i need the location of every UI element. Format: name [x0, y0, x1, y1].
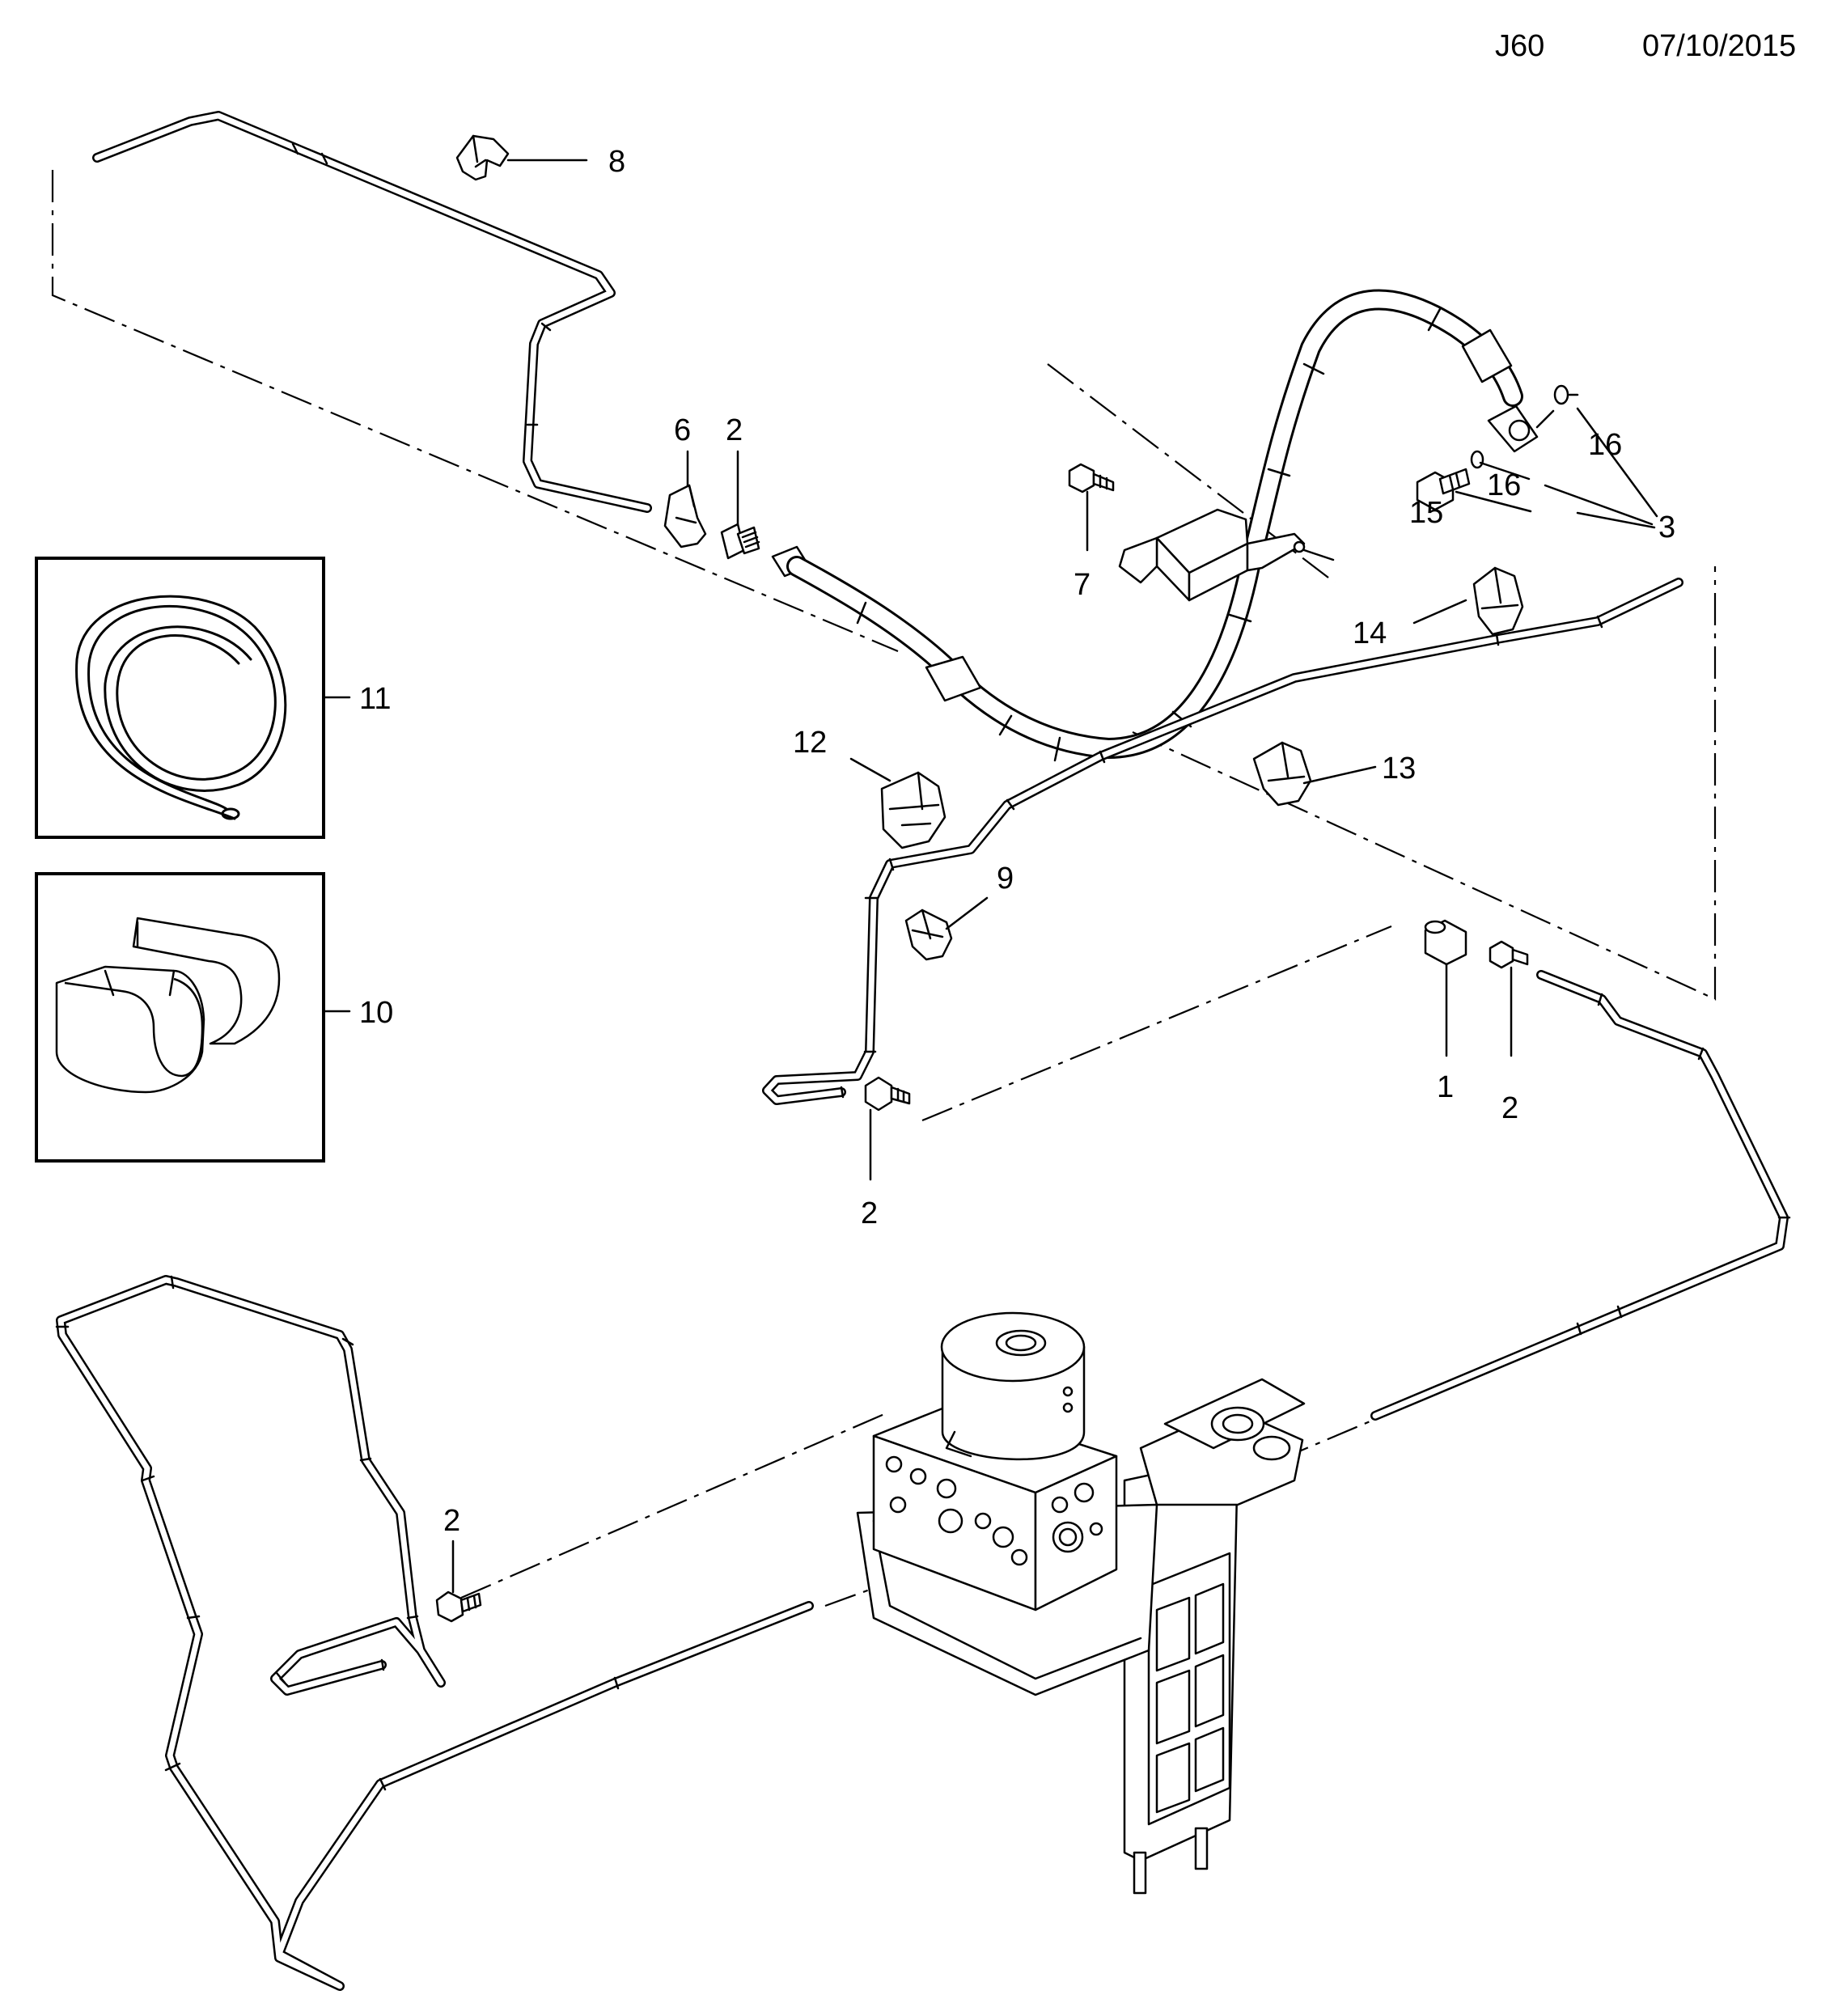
- part-2-fitting-upper: [720, 523, 760, 560]
- callout-2-upper: 2: [726, 413, 743, 447]
- diagram-date: 07/10/2015: [1642, 29, 1797, 63]
- connection-lines: [51, 170, 1717, 1607]
- flexible-brake-hose: [771, 289, 1523, 762]
- part-9-clip: [904, 908, 953, 961]
- abs-modulator-unit: [856, 1311, 1306, 1895]
- callout-11: 11: [359, 682, 391, 716]
- leader-lines: [322, 159, 1658, 1594]
- part-12-clip: [880, 771, 947, 849]
- callout-14: 14: [1353, 616, 1387, 650]
- lower-left-brake-pipe: [55, 1275, 814, 1991]
- callout-labels: 8 6 2 7 16 16 15 3 14 13 12 9 11 10 1 2 …: [359, 145, 1675, 1538]
- right-brake-pipe: [762, 578, 1683, 1105]
- callout-9: 9: [997, 862, 1014, 896]
- callout-3: 3: [1658, 510, 1675, 544]
- part-6-clip: [663, 484, 707, 548]
- callout-16-upper: 16: [1588, 428, 1622, 462]
- callout-7: 7: [1074, 568, 1091, 602]
- callout-16-lower: 16: [1487, 468, 1521, 502]
- callout-1: 1: [1437, 1070, 1454, 1104]
- callout-10: 10: [359, 996, 393, 1030]
- callout-13: 13: [1382, 752, 1416, 786]
- callout-15: 15: [1409, 496, 1443, 530]
- part-8-clip: [455, 134, 510, 181]
- lower-right-brake-pipe: [1370, 970, 1791, 1421]
- part-1-adapter: [1424, 919, 1467, 966]
- callout-2-middle: 2: [861, 1196, 878, 1230]
- callout-2-lower: 2: [443, 1504, 460, 1538]
- inset-10-pipe-clip: [35, 872, 325, 1163]
- callout-6: 6: [674, 413, 691, 447]
- part-7-bolt: [1068, 463, 1115, 493]
- part-2-fitting-middle: [864, 1076, 911, 1112]
- inset-11-pipe-coil: [35, 557, 325, 839]
- part-14-clip: [1472, 566, 1524, 636]
- diagram-code: J60: [1495, 29, 1545, 63]
- callout-8: 8: [608, 145, 625, 179]
- hose-bracket: [1118, 508, 1335, 602]
- callout-2-right: 2: [1501, 1091, 1518, 1125]
- part-2-fitting-lower: [435, 1590, 482, 1623]
- upper-left-brake-pipe: [92, 111, 652, 513]
- part-3-banjo-assembly: [1416, 384, 1569, 511]
- part-2-fitting-right: [1489, 940, 1529, 969]
- callout-12: 12: [793, 726, 827, 760]
- part-13-clip: [1252, 741, 1312, 807]
